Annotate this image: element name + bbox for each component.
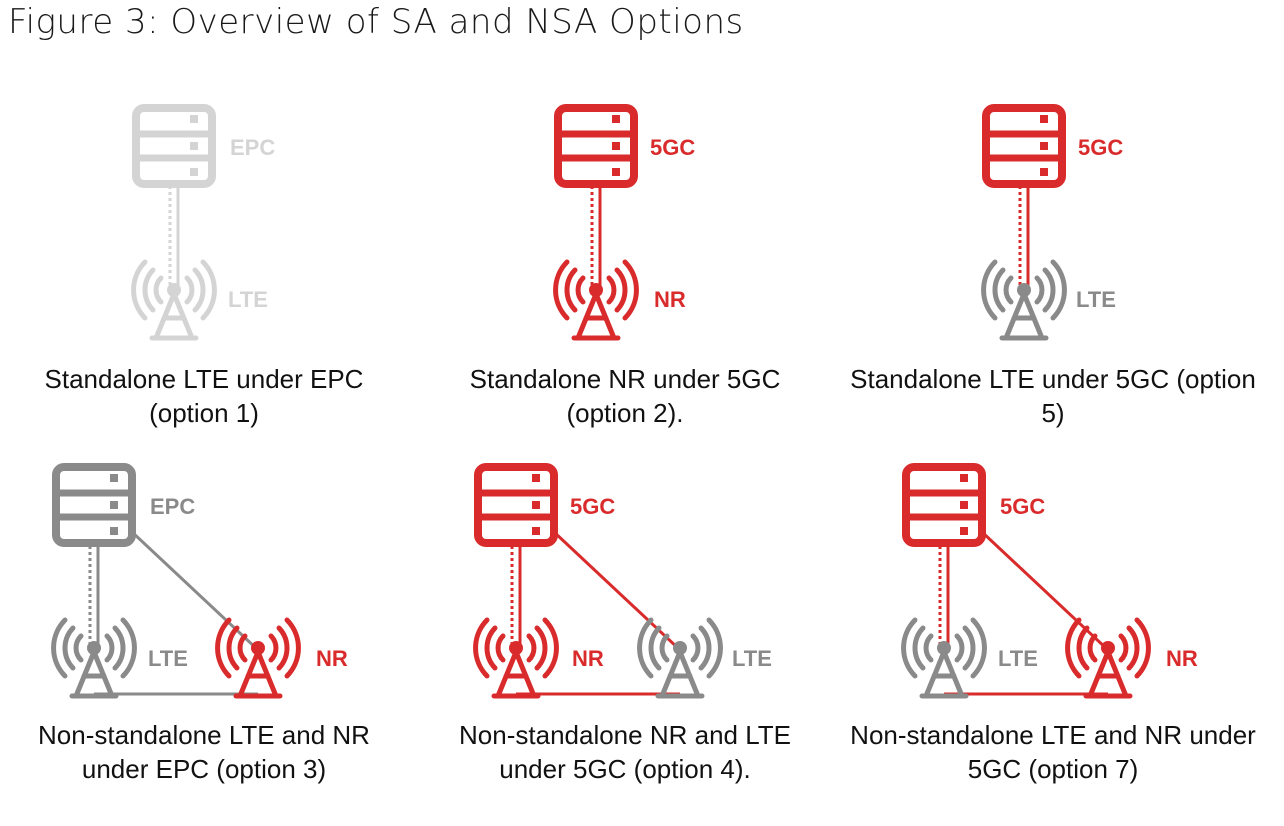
core-label: EPC [230, 135, 275, 160]
radio-label-1: LTE [998, 646, 1038, 671]
lte-tower-icon [134, 262, 215, 338]
nr-tower-icon [476, 620, 557, 696]
radio-label: LTE [228, 287, 268, 312]
core-label: 5GC [1078, 135, 1123, 160]
core-server-icon [56, 467, 132, 543]
caption-line-1: Non-standalone NR and LTE [459, 720, 791, 750]
caption-line-1: Non-standalone LTE and NR [38, 720, 370, 750]
core-label: EPC [150, 494, 195, 519]
core-server-icon [906, 467, 982, 543]
caption-option-7: Non-standalone LTE and NR under 5GC (opt… [838, 718, 1268, 786]
caption-option-5: Standalone LTE under 5GC (option 5) [838, 362, 1268, 430]
option-7-diagram: 5GC LTE NR [904, 467, 1198, 696]
caption-line-2: (option 2). [566, 398, 684, 428]
core-to-secondary-link [130, 530, 260, 652]
lte-tower-icon [54, 620, 135, 696]
caption-line-2: 5) [1041, 398, 1065, 428]
radio-label-1: NR [572, 646, 604, 671]
caption-line-2: under EPC (option 3) [81, 754, 327, 784]
nr-tower-icon [1068, 620, 1149, 696]
lte-tower-icon [984, 262, 1065, 338]
caption-line-2: under 5GC (option 4). [499, 754, 751, 784]
nr-tower-icon [556, 262, 637, 338]
caption-line-2: 5GC (option 7) [967, 754, 1139, 784]
figure-title: Figure 3: Overview of SA and NSA Options [8, 2, 744, 42]
caption-line-1: Standalone NR under 5GC [469, 364, 781, 394]
core-server-icon [558, 108, 634, 184]
option-2-diagram: 5GC NR [556, 108, 695, 338]
core-to-secondary-link [552, 530, 682, 652]
radio-label: NR [654, 287, 686, 312]
core-server-icon [478, 467, 554, 543]
core-server-icon [136, 108, 212, 184]
core-to-secondary-link [980, 530, 1110, 652]
core-label: 5GC [1000, 494, 1045, 519]
caption-option-1: Standalone LTE under EPC (option 1) [0, 362, 419, 430]
caption-option-3: Non-standalone LTE and NR under EPC (opt… [0, 718, 419, 786]
nr-tower-icon [218, 620, 299, 696]
caption-line-1: Standalone LTE under 5GC (option [850, 364, 1256, 394]
caption-option-4: Non-standalone NR and LTE under 5GC (opt… [410, 718, 840, 786]
radio-label-2: LTE [732, 646, 772, 671]
option-3-diagram: EPC LTE NR [54, 467, 348, 696]
option-1-diagram: EPC LTE [134, 108, 275, 338]
caption-line-2: (option 1) [149, 398, 259, 428]
caption-line-1: Standalone LTE under EPC [44, 364, 364, 394]
core-label: 5GC [650, 135, 695, 160]
radio-label-2: NR [316, 646, 348, 671]
caption-line-1: Non-standalone LTE and NR under [850, 720, 1256, 750]
core-label: 5GC [570, 494, 615, 519]
option-4-diagram: 5GC NR LTE [476, 467, 772, 696]
lte-tower-icon [640, 620, 721, 696]
radio-label-1: LTE [148, 646, 188, 671]
radio-label: LTE [1076, 287, 1116, 312]
radio-label-2: NR [1166, 646, 1198, 671]
option-5-diagram: 5GC LTE [984, 108, 1123, 338]
caption-option-2: Standalone NR under 5GC (option 2). [410, 362, 840, 430]
lte-tower-icon [904, 620, 985, 696]
core-server-icon [986, 108, 1062, 184]
